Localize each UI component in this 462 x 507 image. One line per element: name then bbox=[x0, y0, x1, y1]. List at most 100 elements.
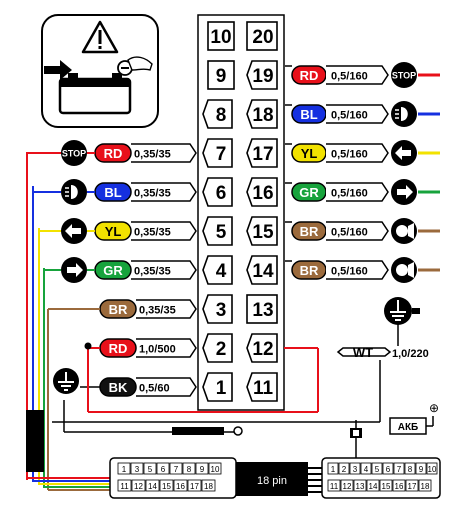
pin-number: 7 bbox=[216, 144, 227, 165]
turn-right-icon bbox=[391, 179, 417, 205]
pin-left-3: 3 bbox=[202, 294, 233, 324]
pin-left-1: 1 bbox=[202, 372, 233, 402]
mini-pin-label: 3 bbox=[353, 465, 358, 474]
pin-number: 10 bbox=[210, 27, 231, 48]
pin-right-15: 15 bbox=[246, 216, 278, 246]
mini-pin-label: 3 bbox=[135, 465, 140, 474]
wire-code: RD bbox=[104, 146, 123, 161]
mini-pin-label: 10 bbox=[428, 465, 437, 474]
mini-pin-label: 6 bbox=[161, 465, 166, 474]
mini-pin-label: 17 bbox=[408, 482, 417, 491]
battery-warning-panel bbox=[41, 14, 159, 128]
mini-pin-label: 5 bbox=[148, 465, 153, 474]
mini-pin-label: 8 bbox=[187, 465, 192, 474]
mini-pin-label: 13 bbox=[356, 482, 365, 491]
pin-number: 14 bbox=[252, 261, 274, 282]
mini-pin-label: 10 bbox=[211, 465, 220, 474]
pin-left-5: 5 bbox=[202, 216, 233, 246]
pin-number: 2 bbox=[216, 339, 227, 360]
wire-code: BR bbox=[300, 263, 319, 278]
pin-number: 15 bbox=[252, 222, 274, 243]
left-wire-8: RD 1,0/500 bbox=[88, 338, 197, 358]
left-wire-7: BR 0,35/35 bbox=[47, 299, 197, 490]
wire-spec: 0,35/35 bbox=[134, 188, 171, 200]
mini-pin-label: 11 bbox=[120, 482, 129, 491]
wire-code: BK bbox=[109, 380, 128, 395]
mini-pin-label: 4 bbox=[364, 465, 369, 474]
left-wire-4: BL 0,35/35 bbox=[33, 179, 197, 205]
pin-left-10: 10 bbox=[207, 21, 235, 51]
wire-code: RD bbox=[109, 341, 128, 356]
pin-number: 5 bbox=[216, 222, 227, 243]
mini-pin-label: 15 bbox=[162, 482, 171, 491]
left-harness-trunk bbox=[26, 152, 45, 487]
wire-code: BR bbox=[109, 302, 128, 317]
right-wire-6: BR 0,5/160 bbox=[285, 257, 440, 283]
pin-left-6: 6 bbox=[202, 177, 233, 207]
battery-akb: АКБ ⊕ bbox=[350, 401, 439, 458]
pin-right-17: 17 bbox=[246, 138, 278, 168]
wire-code: YL bbox=[105, 224, 122, 239]
pin-number: 8 bbox=[216, 105, 227, 126]
battery-plus-icon: ⊕ bbox=[429, 401, 439, 415]
pin-right-13: 13 bbox=[246, 294, 278, 324]
ground-icon bbox=[384, 297, 420, 325]
pin-number: 19 bbox=[252, 66, 273, 87]
pin-number: 6 bbox=[216, 183, 227, 204]
pin-right-20: 20 bbox=[246, 21, 278, 51]
pin-right-19: 19 bbox=[246, 60, 278, 90]
pin12-wire bbox=[84, 342, 319, 413]
mini-pin-label: 18 bbox=[204, 482, 213, 491]
pin-left-8: 8 bbox=[202, 99, 233, 129]
mini-pin-label: 1 bbox=[331, 465, 336, 474]
svg-text:STOP: STOP bbox=[392, 71, 416, 81]
left-wire-3: RD 0,35/35 STOP bbox=[27, 140, 197, 166]
mini-pin-label: 18 bbox=[421, 482, 430, 491]
wire-spec: 0,35/35 bbox=[139, 305, 176, 317]
pin-number: 11 bbox=[253, 378, 274, 399]
pin-number: 9 bbox=[216, 66, 227, 87]
wire-code: BL bbox=[104, 185, 121, 200]
wire-spec: 0,35/35 bbox=[134, 149, 171, 161]
fuse-wire bbox=[63, 400, 243, 436]
wire-code: BL bbox=[300, 107, 317, 122]
mini-pin-label: 5 bbox=[375, 465, 380, 474]
right-wire-2: BL 0,5/160 bbox=[285, 101, 440, 127]
mini-pin-label: 9 bbox=[419, 465, 424, 474]
wire-spec: 0,5/160 bbox=[331, 266, 368, 278]
mini-pin-label: 14 bbox=[369, 482, 378, 491]
battery-disconnect-icon bbox=[44, 56, 153, 115]
pin-number: 20 bbox=[252, 27, 273, 48]
wire-spec: 0,5/160 bbox=[331, 227, 368, 239]
wt-spec: 1,0/220 bbox=[392, 348, 429, 360]
pin-number: 13 bbox=[252, 300, 273, 321]
wire-spec: 1,0/500 bbox=[139, 344, 176, 356]
pin-number: 12 bbox=[252, 339, 273, 360]
wire-code: GR bbox=[299, 185, 319, 200]
stop-lamp-icon: STOP bbox=[391, 62, 417, 88]
reverse-right-icon bbox=[391, 257, 417, 283]
mini-pin-label: 12 bbox=[343, 482, 352, 491]
pin-right-16: 16 bbox=[246, 177, 278, 207]
svg-text:STOP: STOP bbox=[62, 149, 86, 159]
pin-right-14: 14 bbox=[246, 255, 278, 285]
wire-code: GR bbox=[103, 263, 123, 278]
wire-code: BR bbox=[300, 224, 319, 239]
position-lamp-icon bbox=[391, 101, 417, 127]
mini-pin-label: 15 bbox=[382, 482, 391, 491]
pin-number: 3 bbox=[216, 300, 227, 321]
mini-pin-label: 12 bbox=[134, 482, 143, 491]
wire-spec: 0,5/160 bbox=[331, 110, 368, 122]
turn-right-icon bbox=[61, 257, 87, 283]
wire-spec: 0,5/160 bbox=[331, 149, 368, 161]
